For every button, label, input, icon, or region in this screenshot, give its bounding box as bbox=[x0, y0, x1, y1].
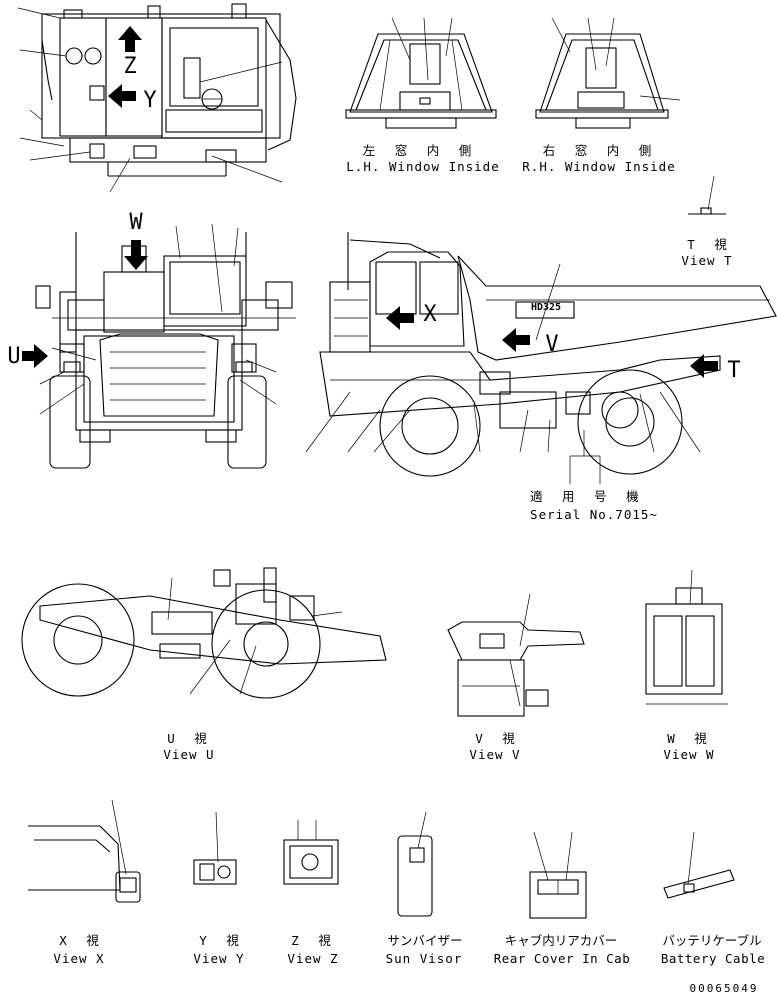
view-w-label-jp: W 視 bbox=[667, 731, 713, 746]
truck-front-view bbox=[22, 223, 296, 469]
cab-rear-view bbox=[17, 3, 297, 193]
view-t-label-jp: T 視 bbox=[687, 237, 733, 252]
view-letter-u: U bbox=[7, 344, 21, 369]
model-badge: HD325 bbox=[530, 302, 562, 313]
rh-window-view bbox=[535, 17, 681, 129]
battery-cable-label-jp: バッテリケーブル bbox=[662, 933, 762, 948]
view-z-detail bbox=[283, 820, 339, 885]
serial-label-jp: 適 用 号 機 bbox=[530, 489, 645, 504]
drawing-number: 00065049 bbox=[689, 982, 759, 995]
view-letter-z: Z bbox=[123, 54, 137, 79]
rear-cover-label-jp: キャブ内リアカバー bbox=[504, 933, 618, 948]
rh-window-label-jp: 右 窓 内 側 bbox=[542, 143, 658, 158]
view-letter-x: X bbox=[423, 302, 437, 327]
view-letter-v: V bbox=[545, 332, 559, 357]
view-z-label-en: View Z bbox=[287, 951, 339, 966]
view-u-detail bbox=[21, 567, 387, 699]
sun-visor-label-en: Sun Visor bbox=[385, 951, 463, 966]
rear-cover-label-en: Rear Cover In Cab bbox=[493, 951, 631, 966]
view-v-detail bbox=[447, 593, 585, 717]
sun-visor-label-jp: サンバイザー bbox=[387, 933, 463, 948]
lh-window-label-jp: 左 窓 内 側 bbox=[362, 143, 478, 158]
view-x-label-en: View X bbox=[53, 951, 105, 966]
rh-window-label-en: R.H. Window Inside bbox=[522, 159, 676, 174]
view-u-label-jp: U 視 bbox=[167, 731, 213, 746]
sun-visor-detail bbox=[397, 811, 433, 917]
truck-side-view bbox=[305, 232, 777, 484]
lh-window-label-en: L.H. Window Inside bbox=[346, 159, 500, 174]
view-x-label-jp: X 視 bbox=[59, 933, 105, 948]
view-v-label-en: View V bbox=[469, 747, 521, 762]
view-t-label-en: View T bbox=[681, 253, 733, 268]
view-letter-w: W bbox=[129, 210, 143, 235]
lh-window-view bbox=[345, 17, 497, 129]
view-y-label-jp: Y 視 bbox=[199, 933, 245, 948]
view-y-label-en: View Y bbox=[193, 951, 245, 966]
view-letter-y: Y bbox=[143, 88, 157, 113]
view-y-detail bbox=[193, 811, 237, 885]
serial-label-en: Serial No.7015~ bbox=[530, 507, 658, 522]
rear-cover-detail bbox=[529, 831, 587, 919]
view-z-label-jp: Z 視 bbox=[291, 933, 337, 948]
view-t-detail bbox=[688, 175, 726, 215]
view-v-label-jp: V 視 bbox=[475, 731, 521, 746]
view-w-label-en: View W bbox=[663, 747, 715, 762]
view-letter-t: T bbox=[727, 358, 741, 383]
battery-cable-label-en: Battery Cable bbox=[660, 951, 766, 966]
view-x-detail bbox=[28, 799, 141, 903]
view-w-detail bbox=[645, 569, 728, 705]
view-u-label-en: View U bbox=[163, 747, 215, 762]
battery-cable-detail bbox=[663, 831, 735, 899]
